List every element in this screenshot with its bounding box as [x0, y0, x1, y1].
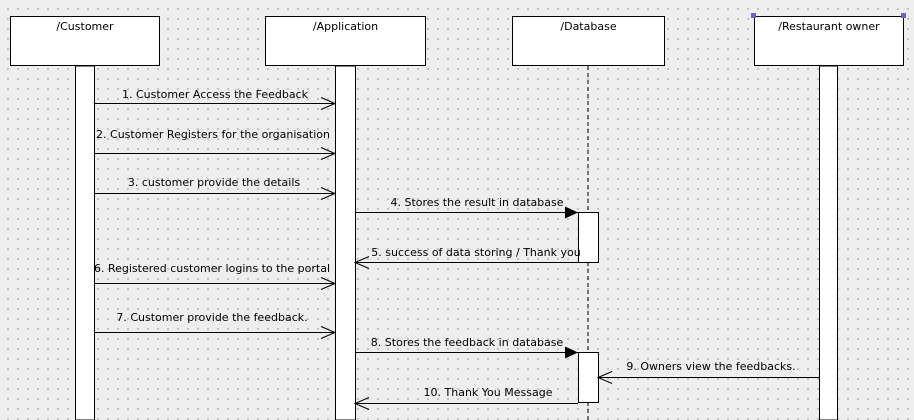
message-label-8[interactable]: 8. Stores the feedback in database	[370, 336, 564, 349]
message-label-1[interactable]: 1. Customer Access the Feedback	[121, 88, 309, 101]
lifeline-bar-0	[75, 65, 95, 420]
message-label-9[interactable]: 9. Owners view the feedbacks.	[626, 360, 796, 373]
arrowhead-open-10	[353, 397, 370, 410]
message-label-5[interactable]: 5. success of data storing / Thank you	[371, 246, 581, 259]
arrowhead-filled-8	[565, 346, 578, 359]
message-label-7[interactable]: 7. Customer provide the feedback.	[116, 311, 308, 324]
lifeline-bar-1	[335, 65, 356, 420]
message-label-4[interactable]: 4. Stores the result in database	[390, 196, 564, 209]
arrowhead-open-7	[320, 326, 337, 339]
selection-handle-1[interactable]	[751, 13, 756, 18]
selection-handle-2[interactable]	[901, 13, 906, 18]
arrowhead-open-9	[596, 371, 613, 384]
message-label-6[interactable]: 6. Registered customer logins to the por…	[93, 262, 331, 275]
arrowhead-open-6	[320, 277, 337, 290]
lifeline-header-database[interactable]: /Database	[512, 16, 665, 66]
message-label-2[interactable]: 2. Customer Registers for the organisati…	[96, 128, 330, 141]
arrowhead-open-5	[353, 256, 370, 269]
arrowhead-filled-4	[565, 206, 578, 219]
message-label-10[interactable]: 10. Thank You Message	[423, 386, 553, 399]
database-activation-2	[578, 352, 599, 403]
lifeline-header-restaurant-owner[interactable]: /Restaurant owner	[754, 16, 904, 66]
arrowhead-open-1	[320, 97, 337, 110]
lifeline-bar-3	[819, 65, 838, 420]
lifeline-header-application[interactable]: /Application	[265, 16, 426, 66]
database-activation-1	[578, 212, 599, 263]
lifeline-header-customer[interactable]: /Customer	[10, 16, 160, 66]
arrowhead-open-3	[320, 187, 337, 200]
arrowhead-open-2	[320, 147, 337, 160]
message-label-3[interactable]: 3. customer provide the details	[127, 176, 301, 189]
